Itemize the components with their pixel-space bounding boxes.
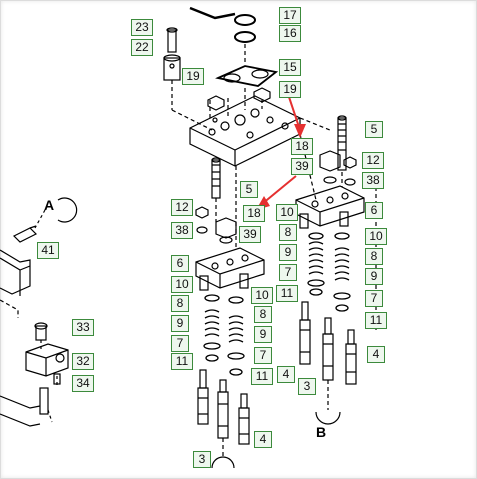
label-11-right-a: 11 <box>276 285 298 302</box>
label-6-right: 6 <box>365 202 383 219</box>
label-4-center: 4 <box>254 431 272 448</box>
cap-39-right <box>319 150 341 172</box>
label-10-center-b: 10 <box>251 287 273 304</box>
block-32 <box>25 343 69 377</box>
plunger-center-c <box>238 393 250 445</box>
label-19-right: 19 <box>279 81 301 98</box>
label-34: 34 <box>72 375 94 392</box>
label-8-right-a: 8 <box>279 224 297 241</box>
label-38-center: 38 <box>171 222 193 239</box>
label-19-left: 19 <box>182 68 204 85</box>
label-32: 32 <box>72 353 94 370</box>
seal-17 <box>234 14 256 26</box>
label-10-center-a: 10 <box>171 276 193 293</box>
label-23: 23 <box>131 19 153 36</box>
label-22: 22 <box>131 39 153 56</box>
label-8-center-b: 8 <box>254 306 272 323</box>
label-3-center: 3 <box>193 451 211 468</box>
housing-6-center <box>195 247 265 291</box>
callout-arc-b <box>315 411 341 425</box>
plunger-center-b <box>217 379 229 439</box>
fitting-22 <box>163 54 181 81</box>
screw-23 <box>166 27 178 53</box>
label-6-center: 6 <box>171 255 189 272</box>
label-15: 15 <box>279 59 301 76</box>
spool-5-right <box>337 115 347 171</box>
washer-right <box>323 176 337 184</box>
spring-stack-right-a <box>307 232 325 296</box>
plunger-right-b <box>322 317 334 381</box>
plunger-center-a <box>197 369 209 425</box>
label-3-right: 3 <box>298 378 316 395</box>
cap-18-center <box>215 217 237 239</box>
manifold-plate <box>189 95 301 167</box>
label-41: 41 <box>37 242 59 259</box>
spring-stack-center-a <box>203 294 221 362</box>
label-4-right-a: 4 <box>277 366 295 383</box>
label-9-right-b: 9 <box>365 268 383 285</box>
spool-5-center <box>211 157 221 199</box>
label-38-right: 38 <box>362 172 384 189</box>
label-5-center: 5 <box>240 181 258 198</box>
label-7-center-b: 7 <box>254 347 272 364</box>
seal-16 <box>234 31 256 43</box>
label-12-right: 12 <box>362 152 384 169</box>
callout-arc-a <box>57 197 78 223</box>
sheet-corner-mark <box>189 6 236 20</box>
label-8-center-a: 8 <box>171 295 189 312</box>
callout-letter-a: A <box>44 197 55 213</box>
nut-19-left <box>207 95 225 111</box>
callout-arc-lower <box>211 456 235 469</box>
plunger-right-c <box>345 329 357 385</box>
label-8-right-b: 8 <box>365 248 383 265</box>
label-12-center: 12 <box>171 199 193 216</box>
label-11-right-b: 11 <box>365 312 387 329</box>
label-16: 16 <box>279 25 301 42</box>
spring-stack-center-b <box>227 296 245 376</box>
label-7-center-a: 7 <box>171 335 189 352</box>
label-10-right-b: 10 <box>365 228 387 245</box>
nut-12-center <box>195 206 209 219</box>
nut-19-right <box>253 87 271 103</box>
label-9-center-a: 9 <box>171 315 189 332</box>
label-7-right-a: 7 <box>279 264 297 281</box>
label-39-right: 39 <box>291 158 313 175</box>
label-5-right: 5 <box>365 121 383 138</box>
label-11-center-a: 11 <box>171 353 193 370</box>
pin-41 <box>12 225 38 243</box>
label-39-center: 39 <box>239 226 261 243</box>
sensor-34 <box>0 373 61 427</box>
frame-bracket <box>0 249 31 318</box>
label-9-right-a: 9 <box>279 244 297 261</box>
housing-6-right <box>295 185 365 229</box>
label-11-center-b: 11 <box>251 368 273 385</box>
callout-letter-b: B <box>316 424 327 440</box>
gasket-15 <box>215 65 279 87</box>
label-17: 17 <box>279 7 301 24</box>
spring-stack-right-b <box>333 232 351 312</box>
plunger-right-a <box>299 301 311 365</box>
label-7-right-b: 7 <box>365 290 383 307</box>
label-18-center: 18 <box>243 205 265 222</box>
label-33: 33 <box>72 319 94 336</box>
label-4-right-b: 4 <box>367 346 385 363</box>
label-10-right-a: 10 <box>276 204 298 221</box>
fitting-33 <box>34 322 48 341</box>
label-9-center-b: 9 <box>254 326 272 343</box>
nut-12-right <box>343 156 357 169</box>
label-18-right: 18 <box>291 138 313 155</box>
